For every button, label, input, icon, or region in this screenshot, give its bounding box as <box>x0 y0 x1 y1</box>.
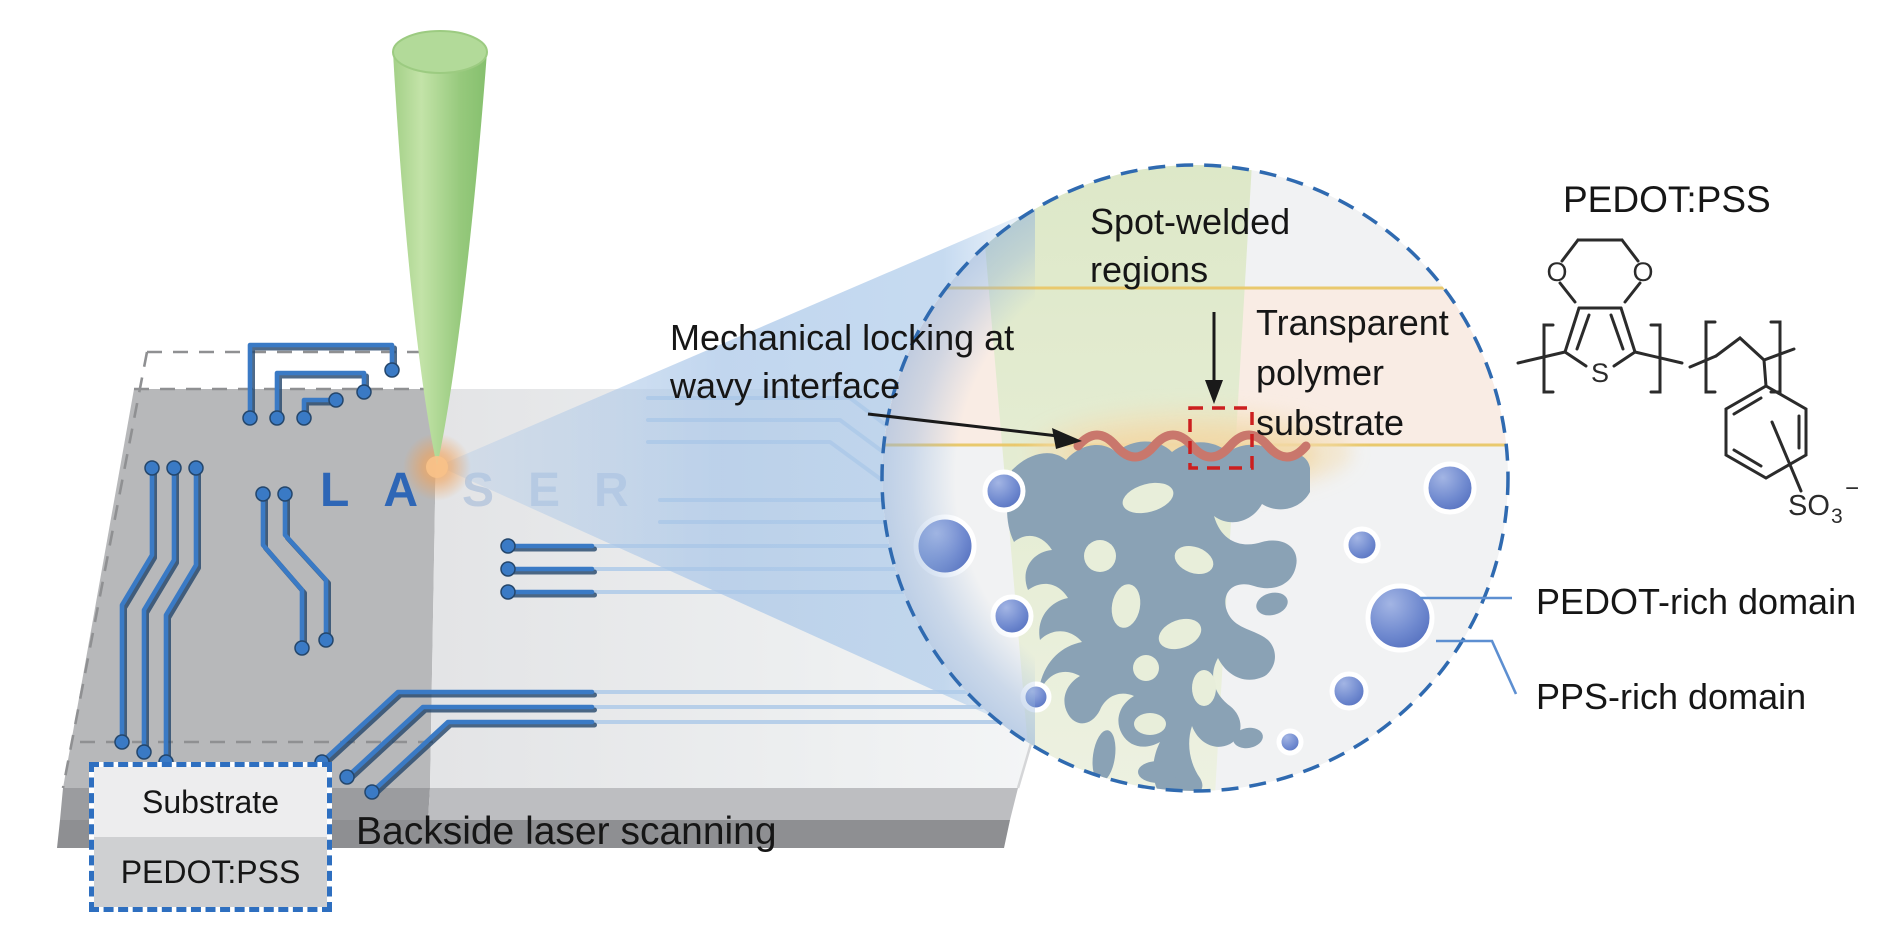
annotation-arrows <box>867 312 1518 695</box>
magnifier-beam <box>438 205 1045 720</box>
sulfur-atom: S <box>1591 358 1609 388</box>
sulfonate-group: SO 3 − <box>1788 475 1859 528</box>
backside-laser-scanning-caption: Backside laser scanning <box>356 810 777 853</box>
welded-network <box>1007 441 1310 791</box>
wavy-interface-line <box>1073 430 1311 462</box>
legend-pedot-pss-layer: PEDOT:PSS <box>94 837 327 907</box>
circuit-traces-shadow <box>122 345 597 798</box>
spot-welded-line1: Spot-welded <box>1090 201 1291 242</box>
transparent-substrate-label: Transparent polymer substrate <box>1256 298 1449 448</box>
substrate-top-face-backside <box>63 389 437 788</box>
transparent-line1: Transparent <box>1256 302 1449 343</box>
magnified-view <box>882 165 1508 791</box>
sulfonate-subscript: 3 <box>1831 505 1843 528</box>
pedot-structure-atoms: O O S <box>1546 257 1653 388</box>
pedot-structure <box>1516 238 1684 394</box>
substrate-dashed-outline <box>61 350 437 789</box>
transparent-line3: substrate <box>1256 402 1405 443</box>
pedot-rich-domain-label: PEDOT-rich domain <box>1536 581 1857 622</box>
legend-pedot-pss-label: PEDOT:PSS <box>120 853 301 890</box>
sulfonate-text: SO <box>1788 490 1830 522</box>
mechanical-line2: wavy interface <box>670 365 901 406</box>
laser-beam-cone <box>392 30 488 501</box>
layer-legend: Substrate PEDOT:PSS <box>89 762 332 912</box>
legend-substrate-label: Substrate <box>142 783 279 820</box>
sulfonate-charge: − <box>1845 475 1859 502</box>
circuit-traces-bright <box>119 342 595 795</box>
magnifier-circle-outline <box>880 163 1510 793</box>
mechanical-locking-arrow <box>867 412 1059 438</box>
legend-substrate-layer: Substrate <box>94 767 327 837</box>
mechanical-locking-label: Mechanical locking at wavy interface <box>670 314 1014 410</box>
pps-rich-leader-line <box>1436 639 1518 695</box>
mechanical-line1: Mechanical locking at <box>670 317 1015 358</box>
transparent-line2: polymer <box>1256 352 1385 393</box>
oxygen-right-atom: O <box>1632 257 1653 287</box>
spot-weld-highlight-box <box>1188 406 1254 470</box>
pedot-pss-title: PEDOT:PSS <box>1563 179 1771 220</box>
spot-welded-label: Spot-welded regions <box>1090 198 1290 294</box>
pps-rich-domain-label: PPS-rich domain <box>1536 676 1807 717</box>
laser-word-front: LA <box>320 464 452 517</box>
pss-structure <box>1688 320 1808 493</box>
oxygen-left-atom: O <box>1546 257 1567 287</box>
substrate-front-face-right <box>428 788 1018 820</box>
spot-welded-line2: regions <box>1090 249 1209 290</box>
pedot-rich-blob-labeled <box>1365 583 1435 653</box>
